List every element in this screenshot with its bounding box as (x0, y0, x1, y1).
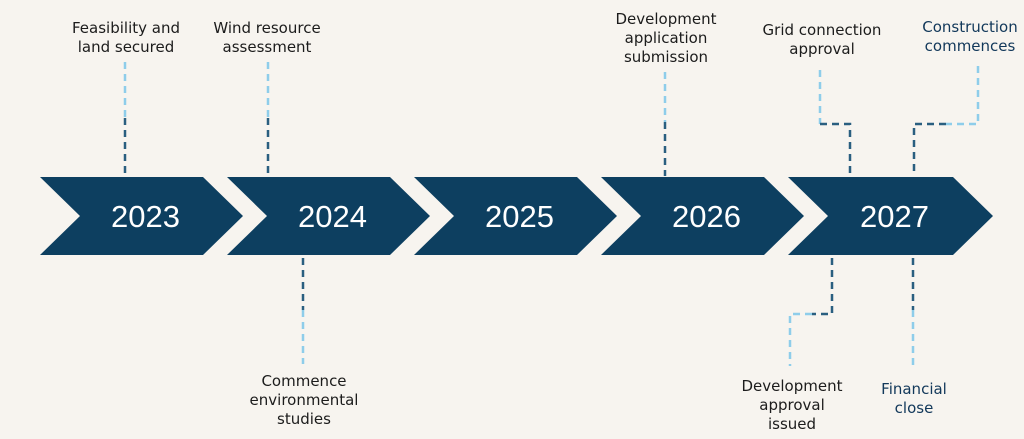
year-label-2024: 2024 (298, 199, 367, 234)
chevron-2023 (40, 177, 243, 255)
year-label-2023: 2023 (111, 199, 180, 234)
chevron-2025 (414, 177, 617, 255)
chevron-2026 (601, 177, 804, 255)
connector-lines (123, 62, 980, 368)
connector-grid-dark (820, 122, 852, 176)
year-chevrons: 2023 2024 2025 2026 2027 (40, 177, 993, 255)
chevron-2027 (788, 177, 993, 255)
connector-devapproval-light (788, 312, 812, 366)
chevron-2024 (227, 177, 430, 255)
connector-construction-dark (912, 122, 946, 176)
year-label-2027: 2027 (860, 199, 929, 234)
milestone-financial-close-label: Financial close (881, 380, 947, 417)
milestone-development-application-label: Development application submission (615, 10, 717, 66)
milestone-development-approval-label: Development approval issued (741, 377, 843, 433)
year-label-2025: 2025 (485, 199, 554, 234)
milestone-construction-label: Construction commences (922, 18, 1018, 55)
connector-devapproval-dark (812, 258, 834, 316)
milestone-environmental-studies-label: Commence environmental studies (249, 372, 359, 428)
milestone-wind-resource-label: Wind resource assessment (213, 19, 321, 56)
year-label-2026: 2026 (672, 199, 741, 234)
milestone-feasibility-label: Feasibility and land secured (72, 19, 180, 56)
milestone-grid-connection-label: Grid connection approval (762, 21, 882, 58)
connector-construction-light (946, 66, 980, 126)
